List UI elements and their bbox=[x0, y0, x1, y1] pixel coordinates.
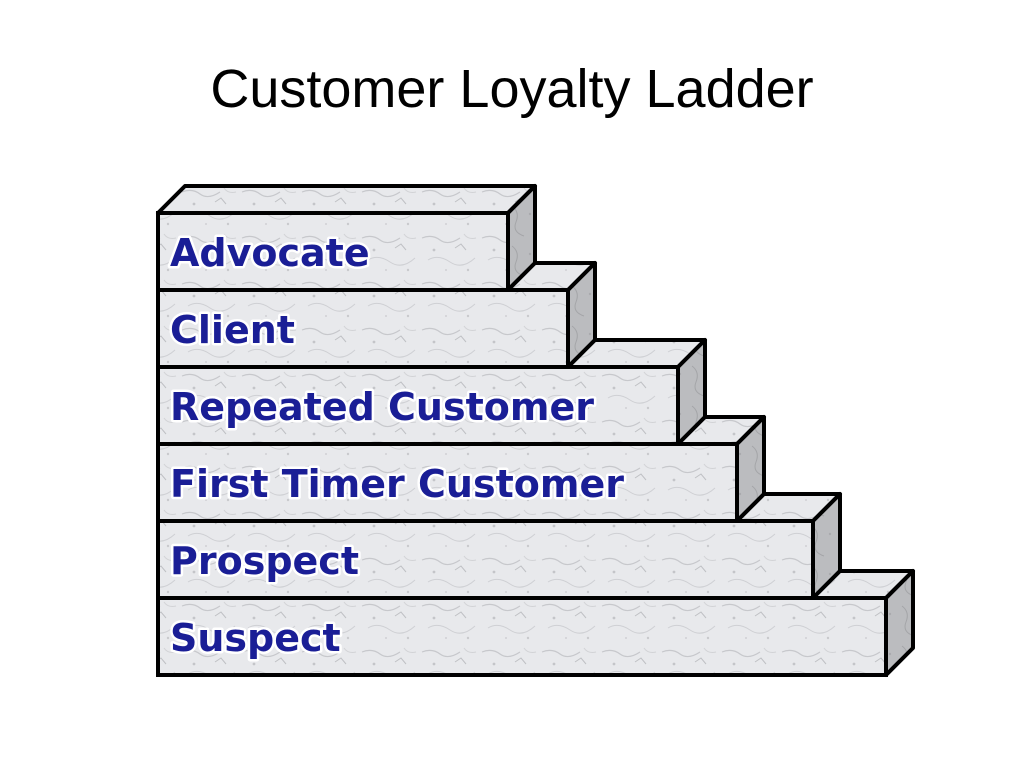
step-front-face bbox=[156, 288, 570, 369]
step-front-face bbox=[156, 519, 815, 600]
step-front-face bbox=[156, 442, 739, 523]
ladder-step: First Timer Customer bbox=[156, 415, 766, 523]
step-label: First Timer Customer bbox=[170, 462, 624, 506]
step-label: Prospect bbox=[170, 539, 359, 583]
ladder-step: Advocate bbox=[156, 184, 537, 292]
slide-title: Customer Loyalty Ladder bbox=[210, 59, 814, 119]
step-label: Repeated Customer bbox=[170, 385, 594, 429]
ladder-step: Repeated Customer bbox=[156, 338, 707, 446]
step-top-face bbox=[156, 184, 537, 215]
step-label: Advocate bbox=[170, 231, 370, 275]
step-label: Client bbox=[170, 308, 295, 352]
step-label: Suspect bbox=[170, 616, 341, 660]
ladder-step: Suspect bbox=[156, 569, 915, 677]
step-front-face bbox=[156, 596, 888, 677]
ladder-step: Client bbox=[156, 261, 597, 369]
ladder-step: Prospect bbox=[156, 492, 842, 600]
step-front-face bbox=[156, 365, 680, 446]
